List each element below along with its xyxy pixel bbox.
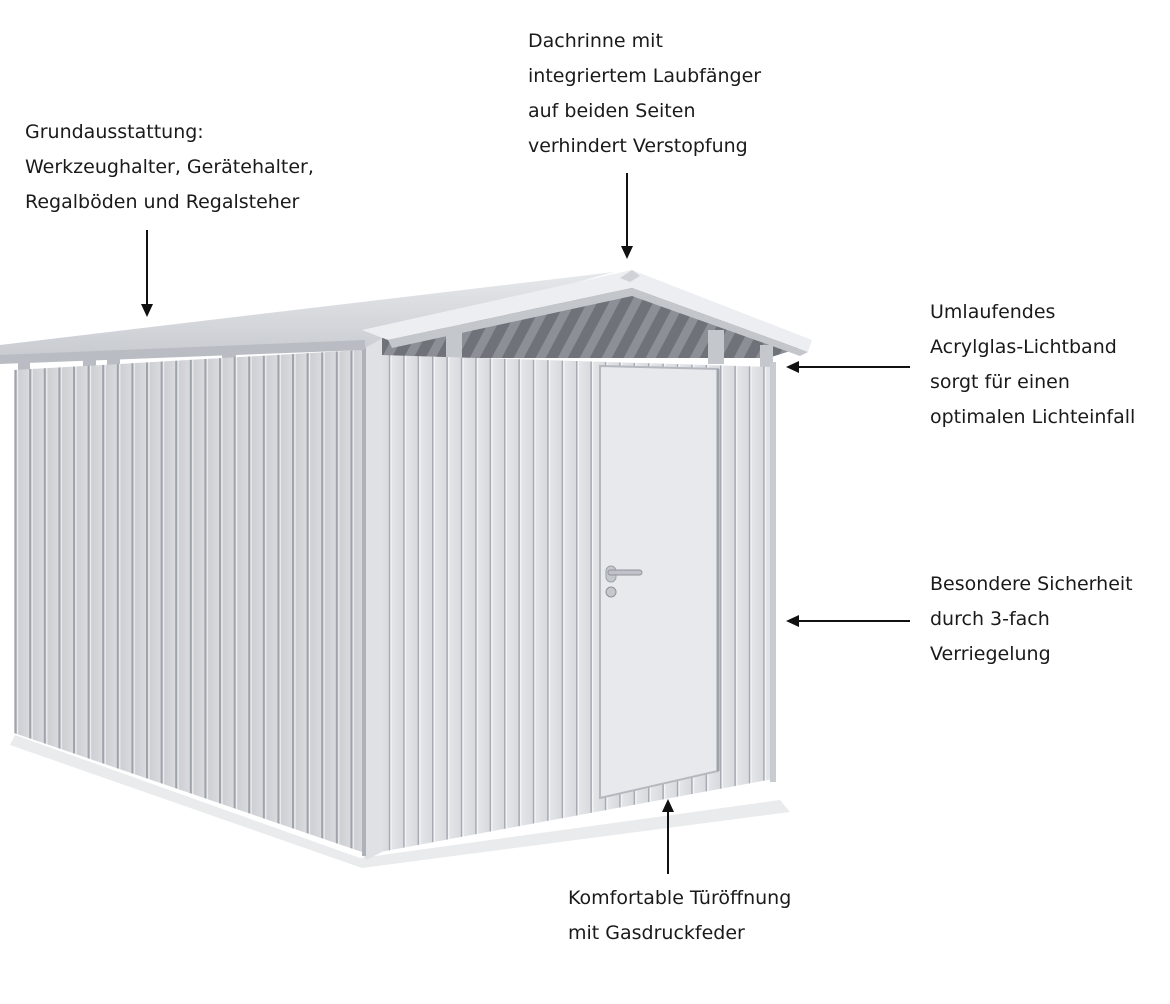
ground-shadow [10, 735, 790, 868]
callout-gutter-line: verhindert Verstopfung [528, 135, 748, 157]
edge-post [770, 362, 776, 782]
roof-gable-trim [362, 270, 812, 352]
skylight-post [708, 330, 724, 364]
callout-door-line: mit Gasdruckfeder [568, 922, 745, 944]
callout-security: Besondere Sicherheit durch 3-fach Verrie… [930, 567, 1133, 672]
callout-gutter: Dachrinne mit integriertem Laubfänger au… [528, 24, 761, 164]
door-handle [607, 569, 643, 576]
callout-gutter-line: auf beiden Seiten [528, 100, 696, 122]
callout-equipment-line: Werkzeughalter, Gerätehalter, [25, 156, 314, 178]
callout-skylight-line: optimalen Lichteinfall [930, 406, 1136, 428]
callout-skylight-line: Acrylglas-Lichtband [930, 336, 1117, 358]
roof-underside [380, 282, 800, 358]
callout-skylight-line: sorgt für einen [930, 371, 1070, 393]
callout-door: Komfortable Türöffnung mit Gasdruckfeder [568, 881, 791, 951]
callout-equipment: Grundausstattung: Werkzeughalter, Geräte… [25, 115, 314, 220]
skylight-post [760, 345, 773, 367]
roof-left-edge [0, 340, 365, 364]
callout-skylight-line: Umlaufendes [930, 301, 1056, 323]
ridge-vent [620, 270, 640, 282]
corner-post [362, 334, 382, 860]
callout-security-line: Verriegelung [930, 643, 1051, 665]
callout-equipment-line: Grundausstattung: [25, 121, 204, 143]
roof-left-slope [0, 272, 614, 362]
callout-equipment-line: Regalböden und Regalsteher [25, 191, 300, 213]
callout-door-line: Komfortable Türöffnung [568, 887, 792, 909]
callout-skylight: Umlaufendes Acrylglas-Lichtband sorgt fü… [930, 295, 1135, 435]
callout-gutter-line: Dachrinne mit [528, 30, 663, 52]
callout-security-line: Besondere Sicherheit [930, 573, 1133, 595]
door-lock [605, 586, 617, 598]
corner-post-shadow [362, 334, 366, 856]
callout-security-line: durch 3-fach [930, 608, 1050, 630]
roof-gable-trim-shadow [388, 288, 808, 356]
left-side-wall [14, 350, 362, 852]
callout-gutter-line: integriertem Laubfänger [528, 65, 762, 87]
